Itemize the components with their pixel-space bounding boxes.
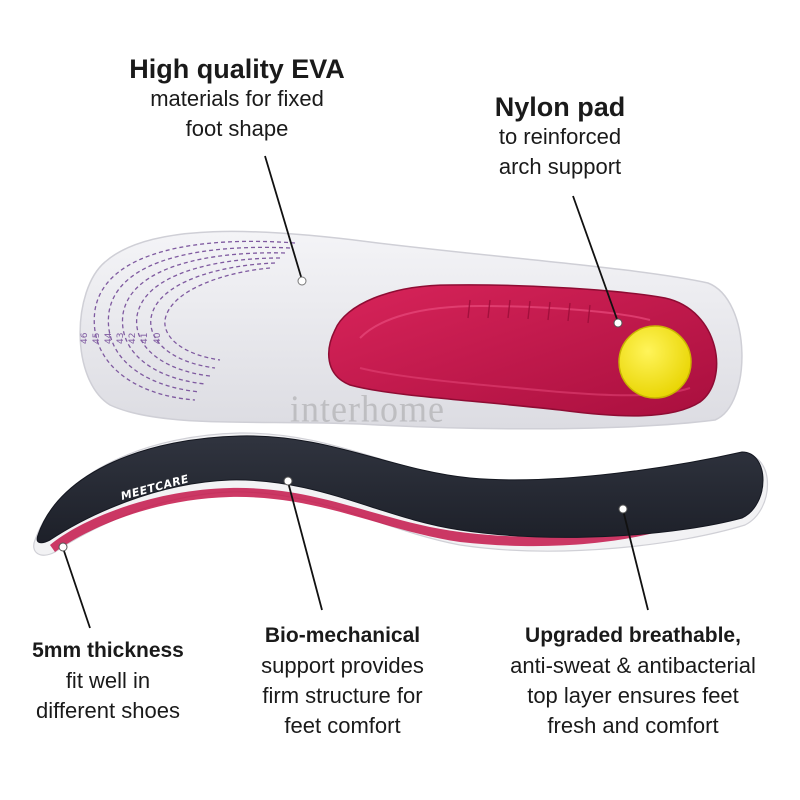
eva-pointer-line [264, 155, 303, 281]
callout-breathable-title: Upgraded breathable, [525, 624, 741, 647]
callout-breathable-line: top layer ensures feet [527, 683, 739, 708]
pad-ribs [467, 299, 591, 324]
breathable-dot [618, 504, 628, 514]
callout-bio-line: firm structure for [262, 683, 423, 708]
nylon-pad [328, 284, 718, 417]
eva-dot [297, 276, 307, 286]
callout-dots [58, 276, 628, 552]
nylon-dot [613, 318, 623, 328]
size-43: 43 [116, 333, 126, 344]
callout-nylon-line: to reinforced [498, 124, 622, 149]
thickness-pointer-line [62, 547, 91, 629]
size-40: 40 [153, 332, 163, 344]
callout-breathable: Upgraded breathable, anti-sweat & antiba… [478, 621, 788, 741]
callout-breathable-line: anti-sweat & antibacterial [510, 653, 756, 678]
callout-breathable-line: fresh and comfort [547, 713, 719, 738]
callout-bio-line: feet comfort [284, 713, 401, 738]
breathable-pointer-line [622, 509, 649, 611]
callout-thickness-line: different shoes [36, 698, 180, 723]
callout-bio-line: support provides [261, 653, 424, 678]
size-46: 46 [80, 332, 90, 344]
size-guide-lines [93, 240, 296, 401]
yellow-gel-ball [618, 325, 692, 399]
callout-bio-title: Bio-mechanical [264, 624, 421, 647]
watermark: interhome [290, 388, 445, 430]
bio-dot [283, 476, 293, 486]
size-41: 41 [140, 333, 150, 344]
callout-nylon-title: Nylon pad [494, 92, 626, 122]
nylon-pointer-line [572, 195, 619, 323]
callout-eva-title: High quality EVA [129, 54, 345, 84]
callout-eva-line: materials for fixed [150, 86, 324, 111]
bio-pointer-line [287, 481, 323, 611]
breathable-top-layer [36, 435, 764, 544]
callout-thickness: 5mm thickness fit well in different shoe… [8, 636, 208, 726]
size-numbers: 46 45 44 43 42 41 40 [80, 332, 163, 344]
bottom-insole: 46 45 44 43 42 41 40 [79, 230, 743, 430]
callout-pointers [62, 155, 649, 629]
thickness-dot [58, 542, 68, 552]
callout-thickness-title: 5mm thickness [32, 639, 184, 662]
size-44: 44 [104, 332, 114, 344]
callout-nylon: Nylon pad to reinforced arch support [465, 92, 655, 182]
size-45: 45 [92, 333, 102, 344]
callout-bio: Bio-mechanical support provides firm str… [235, 621, 450, 741]
callout-thickness-line: fit well in [65, 668, 151, 693]
callout-eva-line: foot shape [185, 116, 289, 141]
callout-nylon-line: arch support [498, 154, 622, 179]
size-42: 42 [128, 333, 138, 344]
callout-eva: High quality EVA materials for fixed foo… [97, 54, 377, 144]
top-insole: MEETCARE [33, 432, 768, 556]
